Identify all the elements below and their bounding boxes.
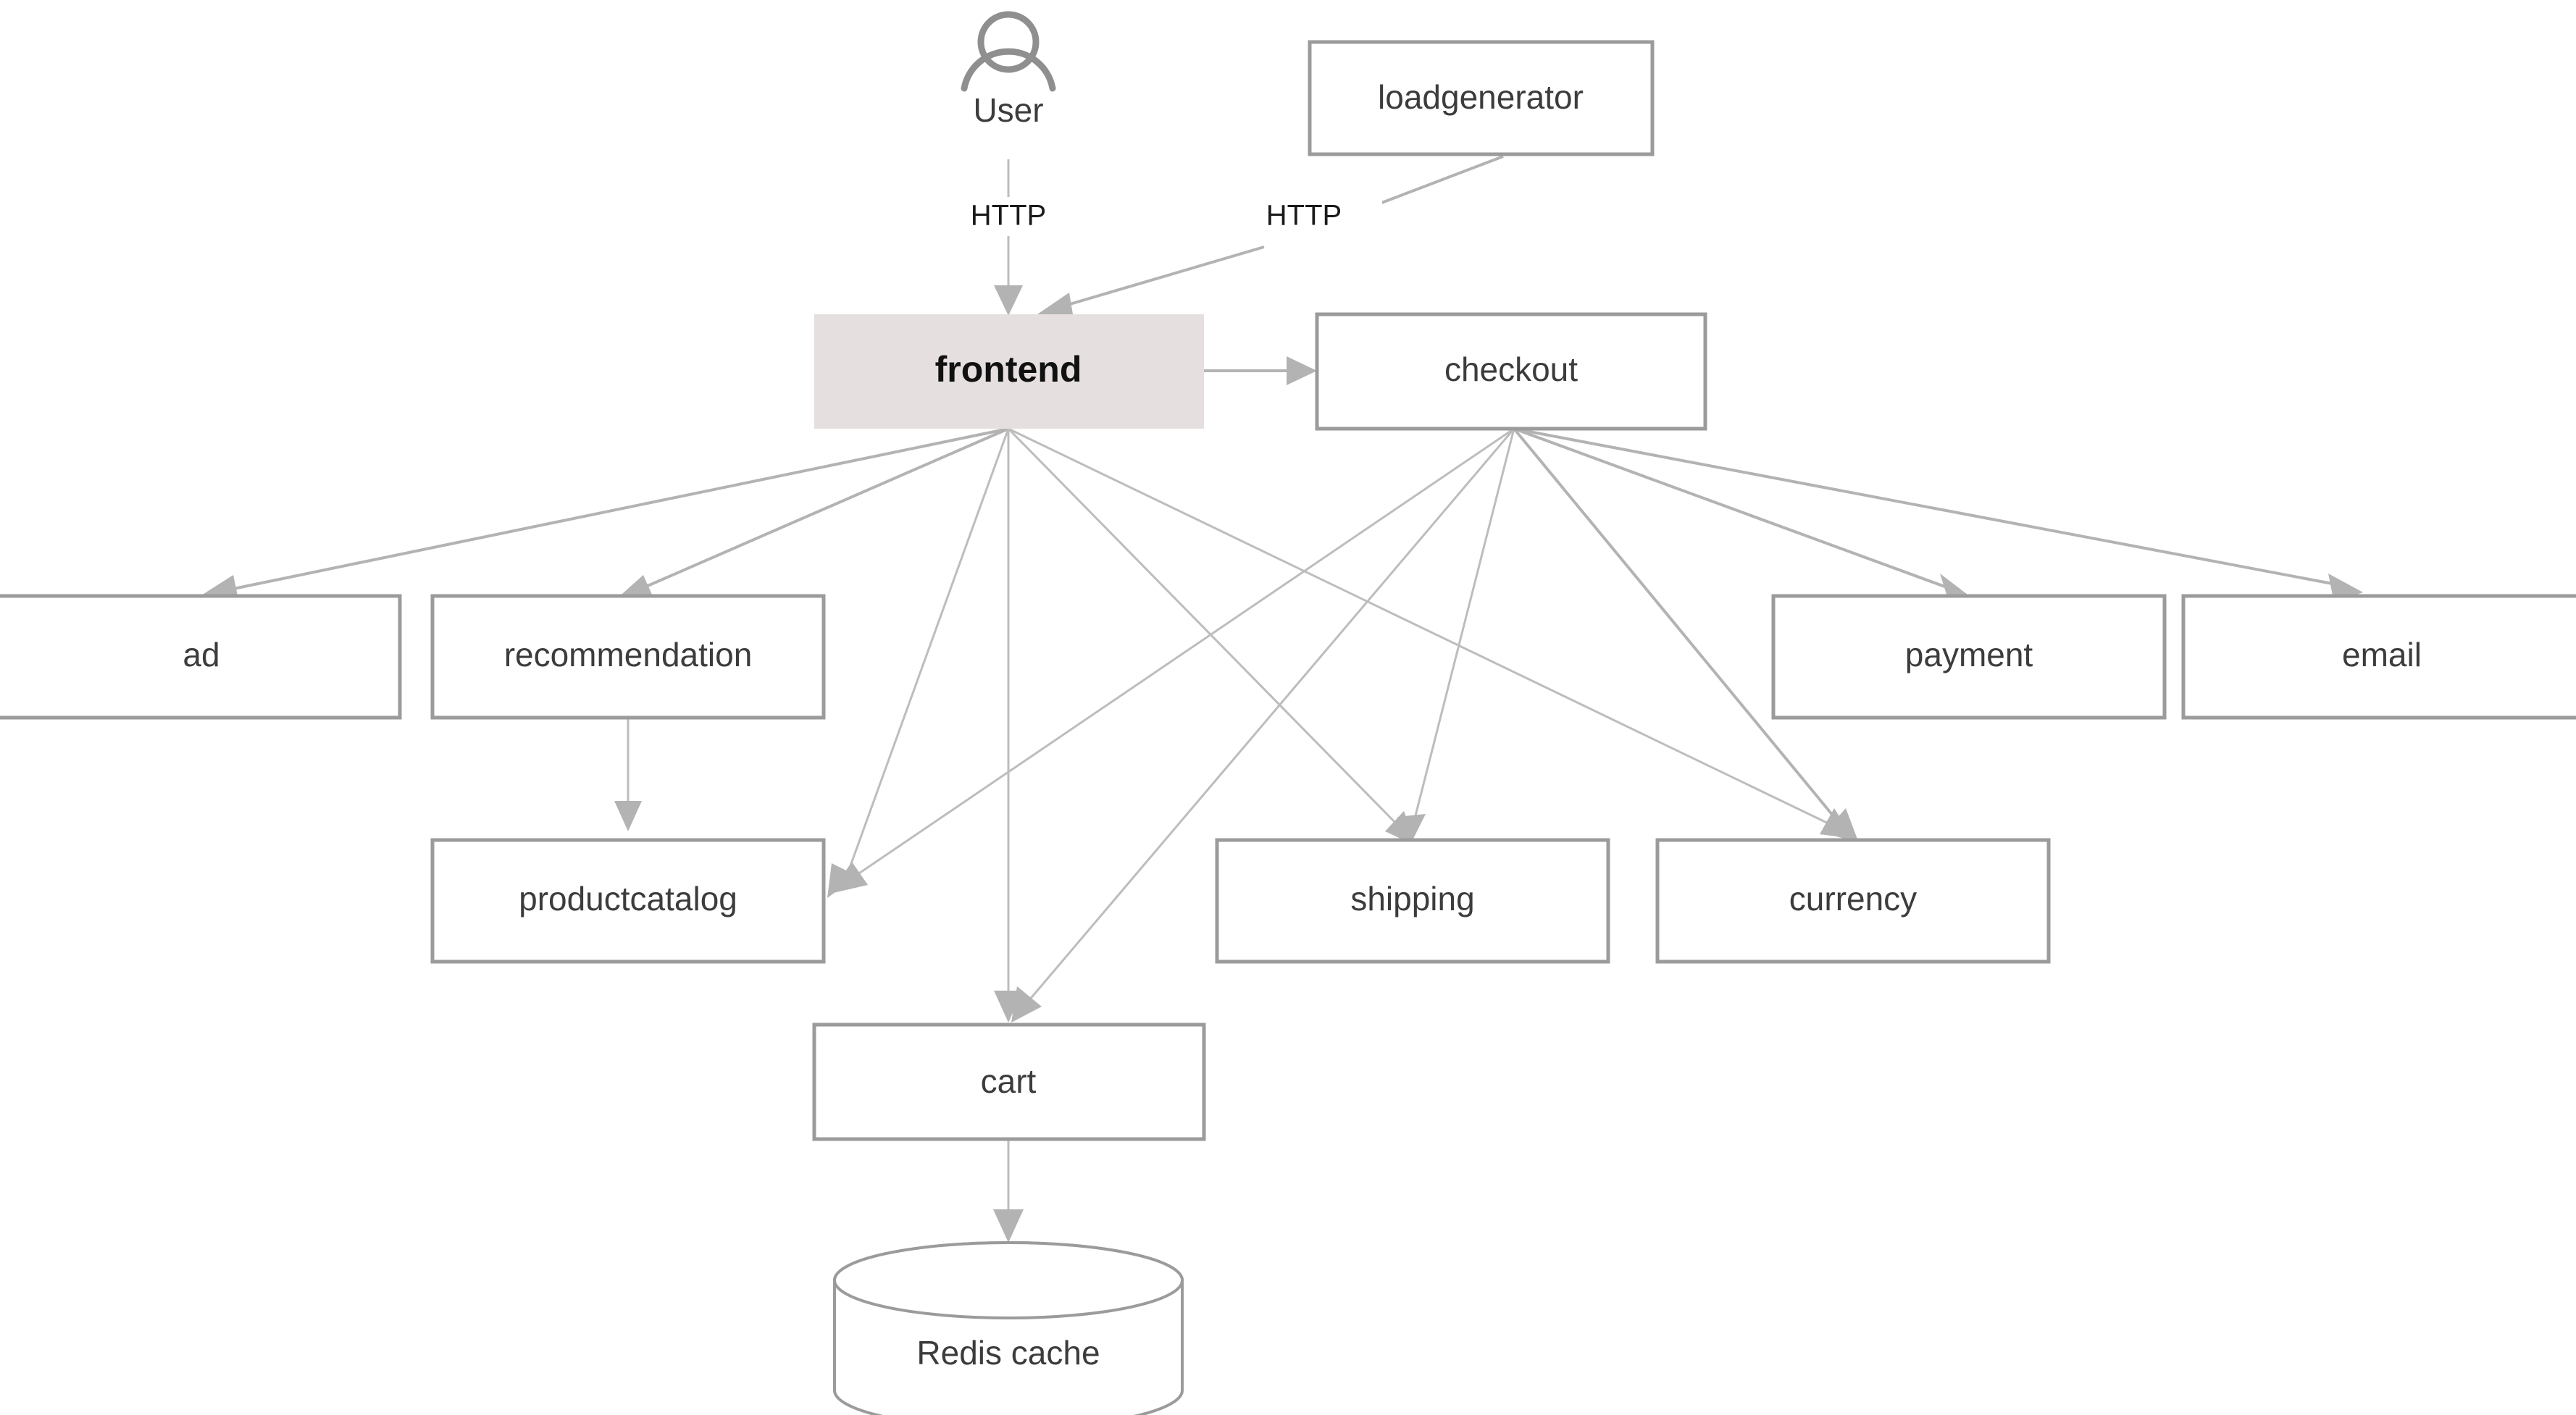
node-redis-cache[interactable]: Redis cache — [833, 1241, 1184, 1415]
node-recommendation-label: recommendation — [504, 636, 753, 673]
edge-user-to-frontend — [994, 159, 1023, 316]
node-ad-label: ad — [183, 636, 219, 673]
node-checkout[interactable]: checkout — [1315, 312, 1707, 431]
actor-user: User — [961, 11, 1056, 129]
node-ad[interactable]: ad — [0, 594, 402, 720]
edge-checkout-to-shipping — [1397, 428, 1515, 849]
edge-label-user-http: HTTP — [971, 200, 1046, 232]
node-productcatalog-label: productcatalog — [519, 880, 737, 918]
node-loadgenerator-label: loadgenerator — [1378, 78, 1584, 116]
node-shipping-label: shipping — [1350, 880, 1474, 918]
node-redis-cache-label: Redis cache — [916, 1334, 1100, 1372]
node-loadgenerator[interactable]: loadgenerator — [1308, 40, 1655, 156]
edge-frontend-to-cart — [994, 429, 1023, 1023]
cylinder-top-ellipse — [833, 1241, 1184, 1319]
edge-cart-to-redis — [993, 1138, 1024, 1243]
node-email[interactable]: email — [2181, 594, 2576, 720]
edge-recommendation-to-productcatalog — [614, 717, 642, 831]
user-person-icon — [977, 11, 1040, 73]
node-email-label: email — [2342, 636, 2422, 673]
node-recommendation[interactable]: recommendation — [430, 594, 826, 720]
node-currency[interactable]: currency — [1655, 838, 2051, 964]
node-productcatalog[interactable]: productcatalog — [430, 838, 826, 964]
edge-checkout-to-email — [1513, 427, 2363, 602]
node-checkout-label: checkout — [1444, 350, 1578, 388]
node-payment[interactable]: payment — [1771, 594, 2167, 720]
node-currency-label: currency — [1789, 880, 1917, 918]
edge-frontend-to-productcatalog — [827, 428, 1010, 898]
node-cart[interactable]: cart — [812, 1023, 1206, 1141]
edge-label-layer: HTTP HTTP — [950, 197, 1382, 236]
node-frontend[interactable]: frontend — [814, 314, 1204, 429]
edge-checkout-to-productcatalog — [830, 427, 1515, 894]
edge-frontend-to-checkout — [1204, 356, 1317, 385]
node-shipping[interactable]: shipping — [1215, 838, 1610, 964]
node-payment-label: payment — [1905, 636, 2033, 673]
node-cart-label: cart — [981, 1062, 1037, 1100]
edge-frontend-to-ad — [201, 427, 1009, 602]
edge-frontend-to-recommendation — [616, 427, 1009, 601]
edge-loadgenerator-to-frontend — [1037, 155, 1504, 319]
edge-checkout-to-cart — [1011, 428, 1515, 1023]
edge-checkout-to-currency — [1513, 427, 1859, 843]
node-frontend-label: frontend — [935, 349, 1082, 390]
edge-frontend-to-currency — [1008, 427, 1853, 839]
actor-user-label: User — [973, 91, 1043, 129]
edge-label-loadgenerator-http: HTTP — [1266, 200, 1342, 232]
